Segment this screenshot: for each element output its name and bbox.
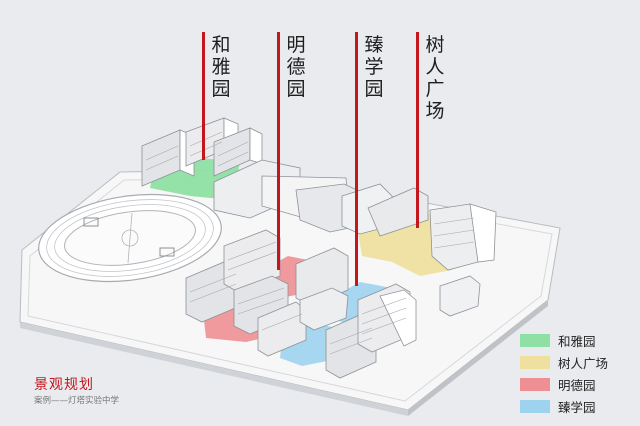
caption-subtitle: 案例——灯塔实验中学 (34, 396, 120, 406)
legend-label-mingde: 明德园 (558, 378, 596, 393)
mingde-pointer (277, 32, 280, 270)
sports-field (38, 193, 222, 283)
buildings-heya (141, 117, 263, 187)
legend-item-zhenxue: 臻学园 (520, 396, 635, 418)
zhenxue-pointer (355, 32, 358, 286)
zone-legend: 和雅园 树人广场 明德园 臻学园 (520, 330, 635, 418)
legend-label-zhenxue: 臻学园 (558, 400, 596, 415)
legend-swatch-heya (520, 334, 550, 347)
mingde-label: 明德园 (286, 34, 306, 100)
shuren-pointer (416, 32, 419, 228)
window-lines (189, 217, 475, 355)
legend-swatch-shuren (520, 356, 550, 369)
shuren-label: 树人广场 (425, 34, 445, 122)
legend-label-heya: 和雅园 (558, 334, 596, 349)
heya-pointer (202, 32, 205, 160)
legend-item-mingde: 明德园 (520, 374, 635, 396)
caption-title: 景观规划 (34, 377, 94, 393)
heya-label: 和雅园 (211, 34, 231, 100)
legend-label-shuren: 树人广场 (558, 356, 609, 371)
zhenxue-label: 臻学园 (364, 34, 384, 100)
legend-swatch-mingde (520, 378, 550, 391)
legend-item-shuren: 树人广场 (520, 352, 635, 374)
legend-item-heya: 和雅园 (520, 330, 635, 352)
legend-swatch-zhenxue (520, 400, 550, 413)
